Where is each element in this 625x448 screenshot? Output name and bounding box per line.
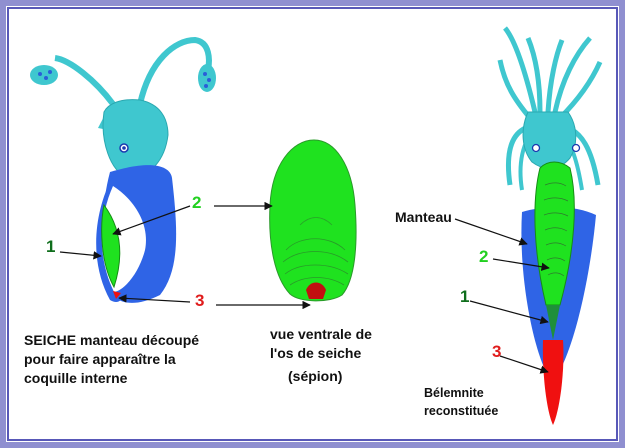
- club-left: [30, 65, 58, 85]
- sepion-caption-line-3: (sépion): [288, 367, 342, 386]
- belemnite-caption-line-2: reconstituée: [424, 403, 498, 420]
- arrow-manteau: [455, 219, 527, 244]
- cuttlebone-drawing: [270, 140, 356, 301]
- seiche-caption-line-1: SEICHE manteau découpé: [24, 331, 199, 350]
- label-3-right: 3: [492, 342, 501, 362]
- label-1-right: 1: [460, 287, 469, 307]
- manteau-label: Manteau: [395, 208, 452, 227]
- belemnite-caption-line-1: Bélemnite: [424, 385, 484, 402]
- seiche-caption-line-2: pour faire apparaître la: [24, 350, 176, 369]
- cuttlefish-drawing: [30, 40, 216, 303]
- label-1-left: 1: [46, 237, 55, 257]
- belemnite-drawing: [500, 28, 600, 425]
- label-2-right: 2: [479, 247, 488, 267]
- club-right: [198, 64, 216, 92]
- seiche-caption-line-3: coquille interne: [24, 369, 127, 388]
- sepion-caption-line-1: vue ventrale de: [270, 325, 372, 344]
- label-2-left: 2: [192, 193, 201, 213]
- sepion-caption-line-2: l'os de seiche: [270, 344, 361, 363]
- label-3-left: 3: [195, 291, 204, 311]
- arrow-1-left: [60, 252, 101, 256]
